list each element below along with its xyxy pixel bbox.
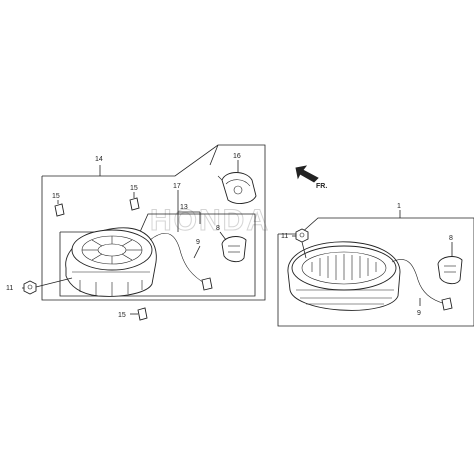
watermark: HONDA bbox=[150, 204, 270, 237]
callout-8b: 8 bbox=[449, 235, 453, 242]
part-8-grip-right bbox=[437, 256, 463, 285]
part-15-clip-a bbox=[54, 200, 65, 217]
part-8-grip-left bbox=[221, 236, 247, 263]
callout-8a: 8 bbox=[216, 225, 220, 232]
callout-1: 1 bbox=[397, 203, 401, 210]
leader-11a-to-housing bbox=[35, 277, 73, 288]
starter-rope-right bbox=[391, 259, 453, 311]
part-16-cover bbox=[217, 172, 257, 204]
callout-15c: 15 bbox=[118, 312, 126, 319]
callout-9b: 9 bbox=[417, 310, 421, 317]
callout-9a: 9 bbox=[196, 239, 200, 246]
callout-11a: 11 bbox=[6, 285, 13, 292]
leader-8a bbox=[219, 231, 227, 241]
callout-11b: 11 bbox=[281, 233, 288, 240]
leader-9a bbox=[193, 245, 201, 259]
part-15-clip-b bbox=[129, 192, 140, 211]
callout-16: 16 bbox=[233, 153, 241, 160]
leader-11b-to-housing bbox=[301, 241, 307, 259]
starter-housing-left bbox=[65, 227, 157, 297]
front-direction-arrow: FR. bbox=[295, 165, 327, 190]
callout-15b: 15 bbox=[130, 185, 138, 192]
starter-rope-left bbox=[149, 233, 213, 291]
callout-14: 14 bbox=[95, 156, 103, 163]
direction-label: FR. bbox=[316, 183, 327, 190]
part-15-clip-c bbox=[137, 307, 148, 321]
callout-15a: 15 bbox=[52, 193, 60, 200]
starter-housing-right bbox=[287, 241, 401, 311]
part-11-nut-left bbox=[23, 280, 37, 295]
callout-13: 13 bbox=[180, 204, 188, 211]
part-11-nut-right bbox=[295, 228, 309, 243]
callout-17: 17 bbox=[173, 183, 181, 190]
